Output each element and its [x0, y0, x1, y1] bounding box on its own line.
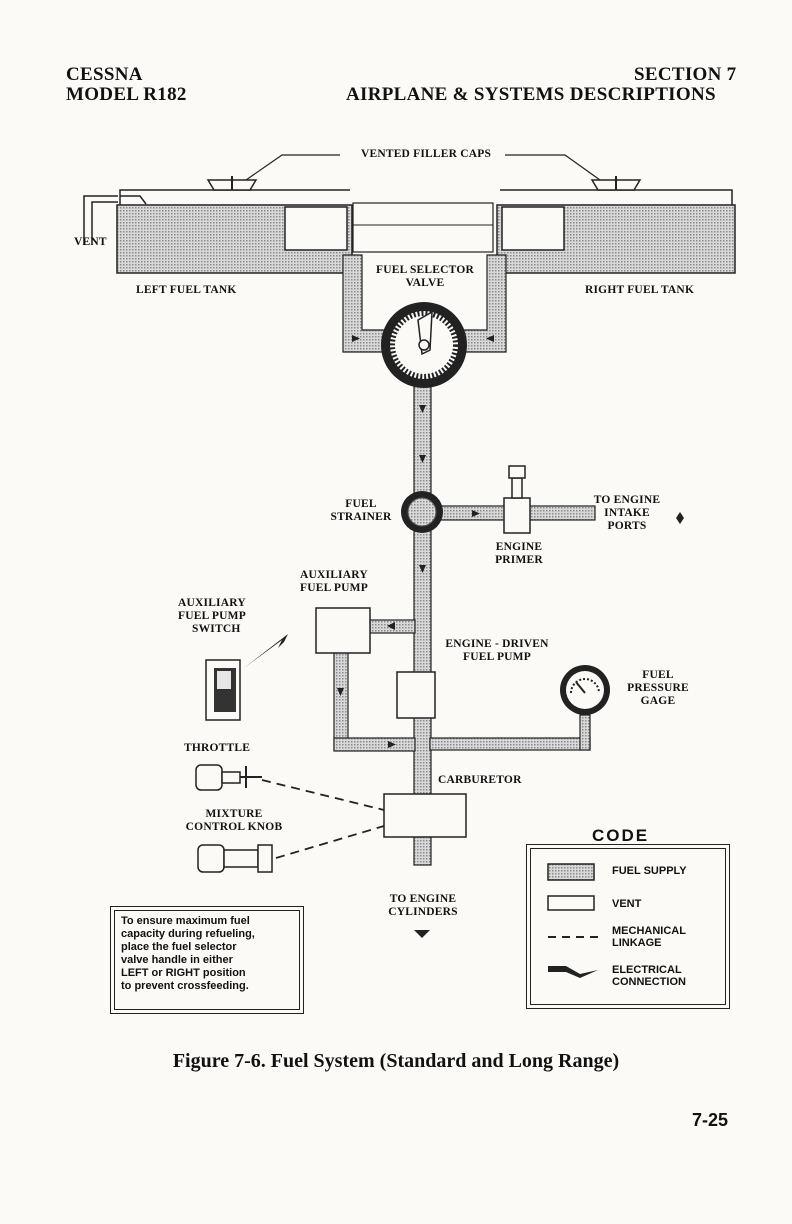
label-right-fuel-tank: RIGHT FUEL TANK: [585, 284, 695, 296]
auxiliary-fuel-pump-switch-icon: [205, 659, 241, 721]
label-engine-primer: ENGINE PRIMER: [495, 541, 543, 566]
label-fuel-selector-valve: FUEL SELECTOR VALVE: [376, 264, 474, 289]
header-model: MODEL R182: [66, 84, 187, 105]
label-auxiliary-fuel-pump-switch: AUXILIARY FUEL PUMP SWITCH: [178, 597, 246, 635]
main-fuel-line: [333, 384, 596, 866]
throttle-knob-icon: [195, 764, 262, 791]
label-vented-filler-caps: VENTED FILLER CAPS: [360, 148, 492, 160]
label-mixture-control-knob: MIXTURE CONTROL KNOB: [185, 808, 283, 833]
label-engine-driven-fuel-pump: ENGINE - DRIVEN FUEL PUMP: [445, 638, 549, 663]
legend-electrical-label: ELECTRICAL CONNECTION: [612, 964, 686, 988]
right-filler-cap-icon: [590, 176, 642, 191]
mixture-control-knob-icon: [197, 844, 273, 873]
label-to-engine-cylinders: TO ENGINE CYLINDERS: [388, 893, 458, 918]
flow-arrows: [337, 335, 494, 748]
legend-vent-swatch: [547, 895, 595, 911]
label-fuel-strainer: FUEL STRAINER: [330, 498, 392, 523]
label-throttle: THROTTLE: [184, 742, 251, 754]
legend-title: CODE: [592, 826, 650, 845]
engine-driven-fuel-pump-icon: [396, 671, 436, 719]
label-fuel-pressure-gage: FUEL PRESSURE GAGE: [627, 669, 689, 707]
engine-primer-icon: [503, 465, 531, 534]
legend-box: [530, 848, 726, 1005]
refueling-note: To ensure maximum fuel capacity during r…: [114, 910, 300, 1010]
figure-caption: Figure 7-6. Fuel System (Standard and Lo…: [172, 1050, 620, 1072]
auxiliary-fuel-pump-icon: [315, 607, 371, 654]
fuel-strainer-icon: [401, 491, 443, 533]
header-section-title: AIRPLANE & SYSTEMS DESCRIPTIONS: [346, 84, 716, 105]
left-filler-cap-icon: [206, 176, 258, 191]
label-auxiliary-fuel-pump: AUXILIARY FUEL PUMP: [300, 569, 368, 594]
left-fuel-tank: [116, 189, 353, 274]
page-number: 7-25: [692, 1110, 729, 1130]
legend-fuel-supply-label: FUEL SUPPLY: [612, 865, 687, 877]
label-left-fuel-tank: LEFT FUEL TANK: [136, 284, 237, 296]
carburetor-icon: [383, 793, 467, 838]
label-vent: VENT: [74, 236, 107, 248]
legend-electrical-swatch: [548, 966, 598, 978]
legend-linkage-label: MECHANICAL LINKAGE: [612, 925, 686, 949]
fuel-pressure-gage-icon: [560, 665, 610, 715]
electrical-connection-icon: [244, 616, 310, 668]
header-section: SECTION 7: [634, 64, 737, 85]
legend-vent-label: VENT: [612, 898, 642, 910]
label-carburetor: CARBURETOR: [438, 774, 522, 786]
to-cylinders-arrow-icon: [414, 930, 430, 938]
vent-lines: [83, 195, 494, 253]
fuel-selector-valve-icon: [381, 302, 467, 388]
legend-fuel-supply-swatch: [547, 863, 595, 881]
right-fuel-tank: [496, 189, 736, 274]
label-to-engine-intake-ports: TO ENGINE INTAKE PORTS: [593, 494, 661, 532]
intake-arrow-icon: [676, 512, 684, 524]
header-manufacturer: CESSNA: [66, 64, 143, 85]
